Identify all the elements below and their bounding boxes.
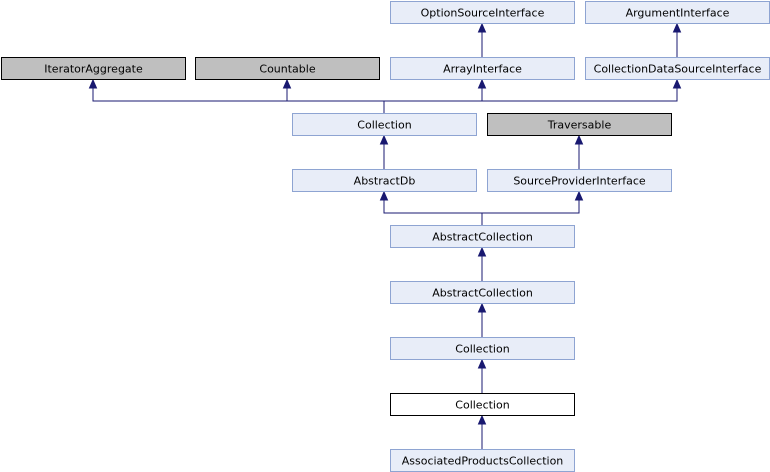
inheritance-edge [379,190,483,225]
edge-arrowhead [477,358,487,369]
edge-arrowhead [379,134,389,145]
edge-arrowhead [477,78,487,89]
class-box [390,57,575,80]
class-box [487,169,672,192]
inheritance-edge [282,78,385,113]
inheritance-edge [574,134,584,169]
class-box [1,57,186,80]
edge-line [92,87,385,113]
class-node-traversable: Traversable [487,113,672,136]
class-label: ArrayInterface [443,63,522,76]
edge-arrowhead [477,22,487,33]
edge-arrowhead [574,190,584,201]
edge-line [286,87,385,113]
edge-arrowhead [477,246,487,257]
edges-layer [88,22,682,449]
class-label: Collection [357,119,411,132]
edge-arrowhead [477,414,487,425]
class-box [292,169,477,192]
class-box [487,113,672,136]
class-box [195,57,380,80]
inheritance-edge [477,302,487,337]
edge-line [481,199,580,225]
class-label: AbstractCollection [432,287,533,300]
edge-line [383,87,678,113]
class-node-collection1[interactable]: Collection [292,113,477,136]
edge-arrowhead [88,78,98,89]
class-box [390,281,575,304]
class-box [390,337,575,360]
class-label: AbstractDb [354,175,416,188]
class-node-source-provider-interface[interactable]: SourceProviderInterface [487,169,672,192]
class-node-abstract-collection2[interactable]: AbstractCollection [390,281,575,304]
class-box [390,1,575,24]
class-box [390,393,575,416]
class-label: Collection [455,399,509,412]
class-node-argument-interface[interactable]: ArgumentInterface [585,1,770,24]
inheritance-edge [88,78,385,113]
inheritance-edge [477,22,487,57]
class-label: ArgumentInterface [626,7,730,20]
class-node-collection3: Collection [390,393,575,416]
class-box [292,113,477,136]
class-label: Collection [455,343,509,356]
inheritance-edge [477,358,487,393]
class-box [390,225,575,248]
inheritance-edge [477,246,487,281]
class-label: Countable [259,63,315,76]
inheritance-edge [481,190,584,225]
class-label: SourceProviderInterface [513,175,646,188]
inheritance-edge [383,78,487,113]
class-node-option-source-interface[interactable]: OptionSourceInterface [390,1,575,24]
edge-line [383,87,483,113]
inheritance-edge [477,414,487,449]
class-label: CollectionDataSourceInterface [594,63,762,76]
inheritance-edge [672,22,682,57]
inheritance-edge [379,134,389,169]
class-node-array-interface[interactable]: ArrayInterface [390,57,575,80]
class-label: AbstractCollection [432,231,533,244]
class-label: Traversable [547,119,612,132]
class-node-associated-products-collection[interactable]: AssociatedProductsCollection [390,449,575,472]
edge-line [383,199,483,225]
class-label: IteratorAggregate [44,63,143,76]
edge-arrowhead [477,302,487,313]
class-node-abstract-db[interactable]: AbstractDb [292,169,477,192]
class-node-iterator-aggregate: IteratorAggregate [1,57,186,80]
edge-arrowhead [574,134,584,145]
class-node-abstract-collection1[interactable]: AbstractCollection [390,225,575,248]
class-node-collection-data-source-interface[interactable]: CollectionDataSourceInterface [585,57,770,80]
class-node-countable: Countable [195,57,380,80]
edge-arrowhead [282,78,292,89]
edge-arrowhead [379,190,389,201]
class-label: OptionSourceInterface [421,7,545,20]
edge-arrowhead [672,22,682,33]
inheritance-edge [383,78,682,113]
class-label: AssociatedProductsCollection [402,455,564,468]
edge-arrowhead [672,78,682,89]
class-node-collection2[interactable]: Collection [390,337,575,360]
